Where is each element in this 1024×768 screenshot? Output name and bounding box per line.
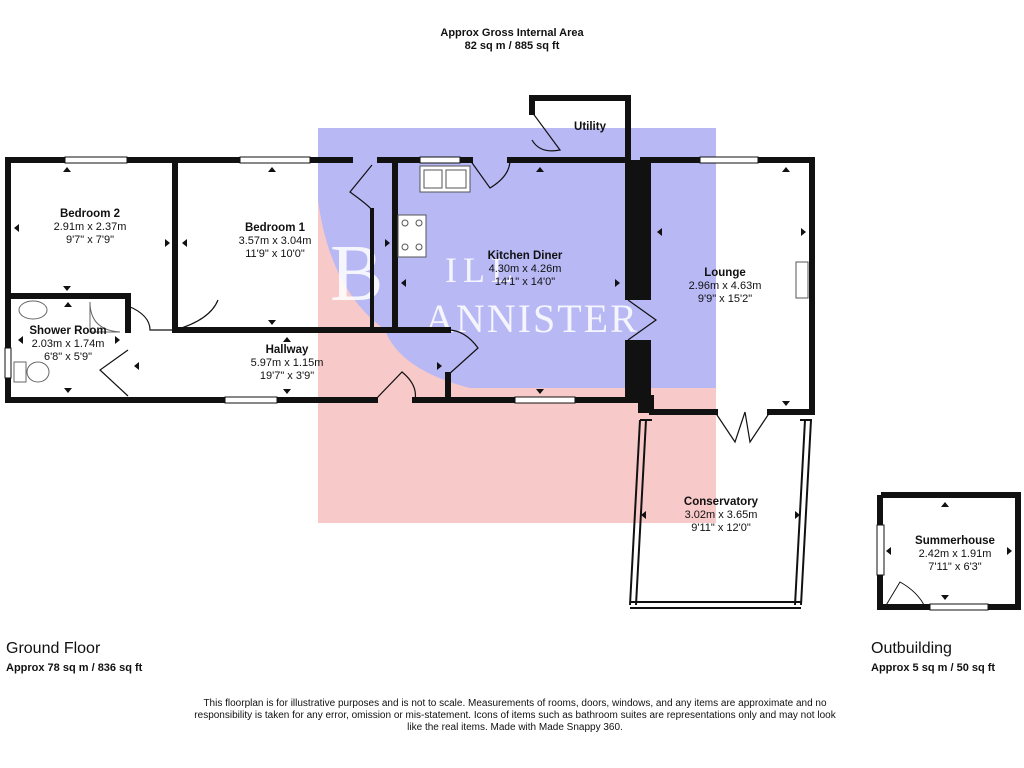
room-name: Bedroom 2 (59, 208, 121, 220)
room-name: Bedroom 1 (244, 222, 306, 234)
room-metric: 2.03m x 1.74m (31, 338, 105, 350)
room-name: Shower Room (29, 325, 107, 337)
room-label-summerhouse: Summerhouse 2.42m x 1.91m 7'11" x 6'3" (900, 535, 1010, 574)
disclaimer-text: This floorplan is for illustrative purpo… (194, 698, 836, 733)
room-imperial: 9'9" x 15'2" (697, 293, 753, 305)
room-label-bedroom2: Bedroom 2 2.91m x 2.37m 9'7" x 7'9" (30, 208, 150, 247)
room-label-lounge: Lounge 2.96m x 4.63m 9'9" x 15'2" (670, 267, 780, 306)
room-name: Conservatory (683, 496, 759, 508)
area-title: Approx Gross Internal Area (440, 27, 584, 39)
room-label-hallway: Hallway 5.97m x 1.15m 19'7" x 3'9" (232, 344, 342, 383)
room-metric: 2.42m x 1.91m (918, 548, 992, 560)
room-imperial: 9'7" x 7'9" (65, 234, 115, 246)
floor-area: Approx 78 sq m / 836 sq ft (6, 662, 143, 674)
room-imperial: 19'7" x 3'9" (259, 370, 315, 382)
watermark-logo: B ILL ANNISTER (318, 128, 716, 523)
room-label-shower-room: Shower Room 2.03m x 1.74m 6'8" x 5'9" (18, 325, 118, 364)
kitchen-lounge-wall (625, 160, 654, 413)
room-name: Lounge (704, 267, 746, 279)
floor-area: Approx 5 sq m / 50 sq ft (871, 662, 996, 674)
room-imperial: 14'1" x 14'0" (494, 276, 556, 288)
watermark-text-bottom: ANNISTER (425, 296, 639, 341)
room-name: Hallway (265, 344, 309, 356)
dimension-arrows (14, 167, 1012, 600)
watermark-text-top: ILL (445, 250, 519, 290)
room-imperial: 7'11" x 6'3" (928, 561, 982, 573)
room-metric: 2.91m x 2.37m (53, 221, 127, 233)
room-name: Kitchen Diner (487, 250, 563, 262)
room-name: Utility (574, 121, 606, 133)
floor-name: Outbuilding (871, 640, 952, 657)
room-metric: 5.97m x 1.15m (250, 357, 324, 369)
room-metric: 4.30m x 4.26m (488, 263, 562, 275)
shower-fixtures (13, 300, 121, 383)
windows (4, 156, 759, 404)
room-metric: 3.02m x 3.65m (684, 509, 758, 521)
room-name: Summerhouse (915, 535, 995, 547)
conservatory-walls (629, 419, 812, 609)
area-total: 82 sq m / 885 sq ft (464, 40, 560, 52)
watermark-letter: B (330, 230, 383, 318)
ground-floor-caption: Ground Floor Approx 78 sq m / 836 sq ft (6, 640, 142, 674)
room-imperial: 6'8" x 5'9" (43, 351, 93, 363)
room-label-bedroom1: Bedroom 1 3.57m x 3.04m 11'9" x 10'0" (215, 222, 335, 261)
door-swings (99, 111, 771, 444)
room-label-kitchen-diner: Kitchen Diner 4.30m x 4.26m 14'1" x 14'0… (465, 250, 585, 289)
room-label-utility: Utility (560, 121, 620, 134)
room-imperial: 11'9" x 10'0" (245, 248, 305, 260)
area-header: Approx Gross Internal Area 82 sq m / 885… (362, 27, 662, 53)
floor-name: Ground Floor (6, 640, 101, 657)
room-metric: 2.96m x 4.63m (688, 280, 762, 292)
kitchen-fixtures (397, 165, 809, 299)
room-metric: 3.57m x 3.04m (238, 235, 312, 247)
outbuilding-caption: Outbuilding Approx 5 sq m / 50 sq ft (871, 640, 995, 674)
summerhouse-openings (876, 524, 989, 611)
room-label-conservatory: Conservatory 3.02m x 3.65m 9'11" x 12'0" (666, 496, 776, 535)
room-imperial: 9'11" x 12'0" (691, 522, 751, 534)
